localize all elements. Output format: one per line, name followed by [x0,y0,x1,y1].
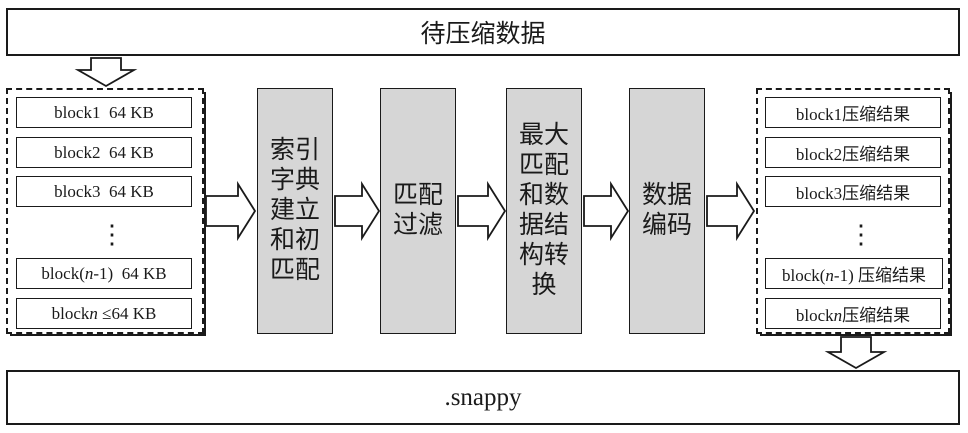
output-block-n-minus-1-label: block(n-1) 压缩结果 [781,266,926,285]
input-data-banner: 待压缩数据 [6,8,960,56]
input-block-2-name: block2 [54,142,101,162]
output-block-n: blockn压缩结果 [765,298,941,329]
input-block-n-size: ≤64 KB [102,303,157,323]
input-group-shadow-bottom [10,334,206,336]
step-match-filter-label: 匹配 过滤 [392,182,443,239]
arrow-to-output-blocks [706,180,756,242]
output-group-shadow-right [950,92,952,336]
step-index-dictionary: 索引 字典 建立 和初 匹配 [257,88,333,334]
step-max-match-convert: 最大 匹配 和数 据结 构转 换 [506,88,582,334]
step-data-encoding-label: 数据 编码 [641,182,692,239]
output-block-n-label: blockn压缩结果 [795,306,911,325]
output-block-1-label: block1压缩结果 [795,105,911,124]
output-block-2-label: block2压缩结果 [795,145,911,164]
input-block-1-size: 64 KB [108,102,154,122]
output-block-n-minus-1: block(n-1) 压缩结果 [765,258,943,289]
input-group-shadow-right [204,92,206,336]
input-data-label: 待压缩数据 [420,21,546,48]
input-block-1-name: block1 [54,102,101,122]
output-block-3-label: block3压缩结果 [795,184,911,203]
arrow-to-step-3 [457,180,507,242]
step-max-match-convert-label: 最大 匹配 和数 据结 构转 换 [518,122,569,299]
input-block-2: block2 64 KB [16,137,192,168]
arrow-to-step-2 [334,180,381,242]
arrow-to-step-4 [583,180,630,242]
input-block-n: blockn ≤64 KB [16,298,192,329]
output-blocks-group [756,88,950,334]
input-block-3-size: 64 KB [108,181,154,201]
input-block-n-minus-1: block(n-1) 64 KB [16,258,192,289]
step-index-dictionary-label: 索引 字典 建立 和初 匹配 [269,137,320,284]
input-block-n-minus-1-size: 64 KB [121,263,167,283]
arrow-down-into-blocks [74,57,138,88]
input-block-1: block1 64 KB [16,97,192,128]
output-group-shadow-bottom [760,334,952,336]
output-block-1: block1压缩结果 [765,97,941,128]
output-block-3: block3压缩结果 [765,176,941,207]
output-block-2: block2压缩结果 [765,137,941,168]
input-block-3-name: block3 [54,181,101,201]
arrow-down-to-snappy [824,336,888,370]
step-data-encoding: 数据 编码 [629,88,705,334]
output-file-label: .snappy [444,383,522,411]
input-block-3: block3 64 KB [16,176,192,207]
input-block-n-minus-1-name: block(n-1) [41,263,114,283]
output-file-banner: .snappy [6,370,960,425]
input-blocks-group [6,88,204,334]
input-block-2-size: 64 KB [108,142,154,162]
arrow-to-step-1 [205,180,257,242]
input-block-n-name: blockn [51,303,98,323]
step-match-filter: 匹配 过滤 [380,88,456,334]
